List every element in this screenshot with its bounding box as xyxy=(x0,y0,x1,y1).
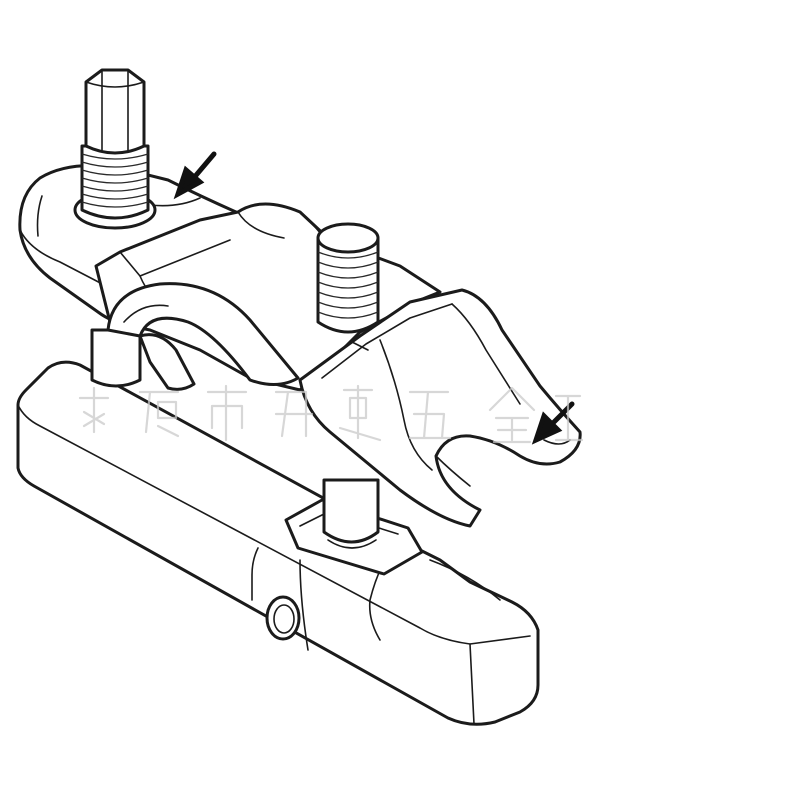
center-pressure-bolt xyxy=(316,222,380,334)
upper-arm-arrow xyxy=(173,151,217,200)
ball-cradle xyxy=(106,282,300,391)
vertical-post xyxy=(90,328,380,549)
left-adjuster-bolt xyxy=(73,68,157,230)
watermark xyxy=(78,384,584,444)
pivot-pin-hole xyxy=(265,595,301,641)
forked-jaw xyxy=(298,288,582,528)
